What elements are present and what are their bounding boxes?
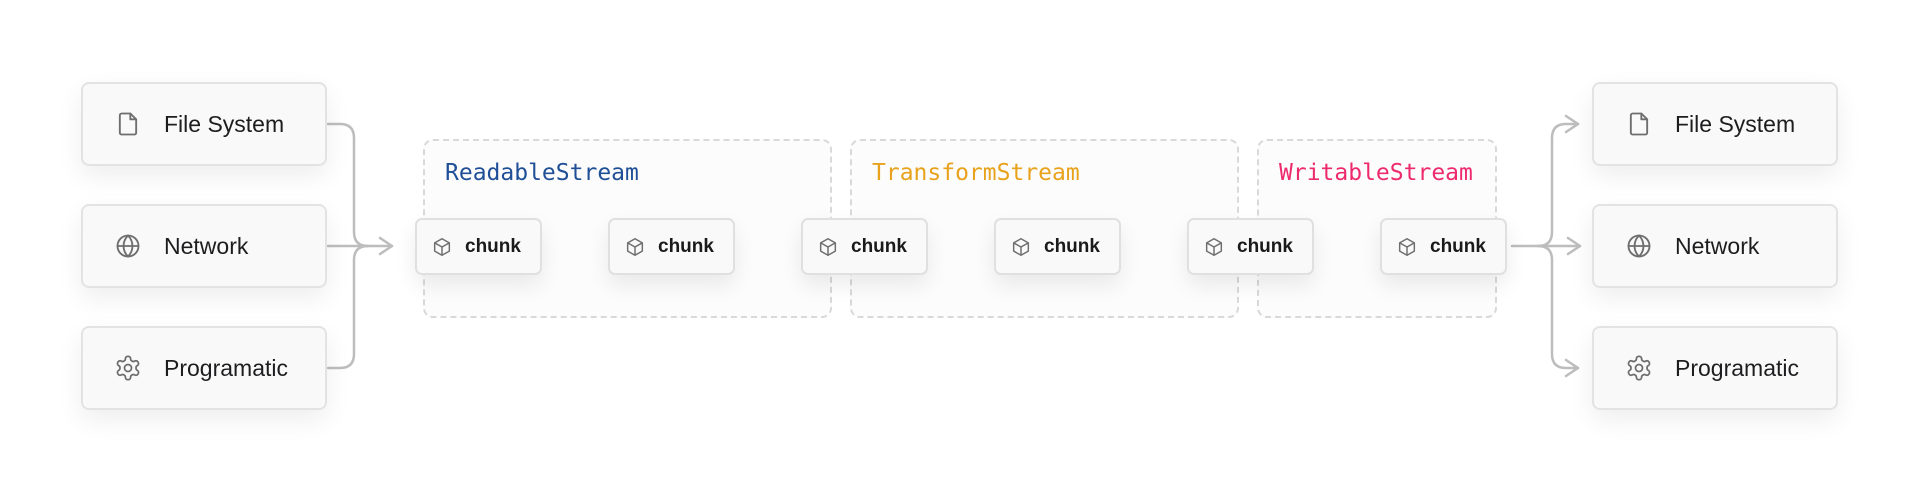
destination-label: Programatic (1675, 354, 1799, 381)
split-line-file-system (1536, 114, 1580, 248)
source-label: Network (164, 232, 249, 259)
destination-network: Network (1592, 204, 1838, 288)
gear-icon (116, 355, 140, 381)
merge-line-programatic (326, 244, 370, 370)
stream-title-writable: WritableStream (1279, 160, 1473, 186)
chunk-node-2: chunk (608, 218, 735, 275)
file-icon (118, 112, 138, 136)
chunk-label: chunk (851, 235, 907, 257)
chunk-label: chunk (1237, 235, 1293, 257)
chunk-label: chunk (658, 235, 714, 257)
gear-icon (1627, 355, 1651, 381)
chunk-label: chunk (1430, 235, 1486, 257)
chunk-node-5: chunk (1187, 218, 1314, 275)
chunk-node-6: chunk (1380, 218, 1507, 275)
source-programatic: Programatic (81, 326, 327, 410)
chunk-label: chunk (1044, 235, 1100, 257)
stream-title-transform: TransformStream (872, 160, 1080, 186)
stream-title-readable: ReadableStream (445, 160, 639, 186)
destination-file-system: File System (1592, 82, 1838, 166)
chunk-node-4: chunk (994, 218, 1121, 275)
cube-icon (1012, 237, 1030, 256)
source-label: File System (164, 110, 285, 137)
destination-programatic: Programatic (1592, 326, 1838, 410)
cube-icon (1398, 237, 1416, 256)
destination-label: Network (1675, 232, 1760, 259)
chunk-node-3: chunk (801, 218, 928, 275)
destination-label: File System (1675, 110, 1796, 137)
cube-icon (819, 237, 837, 256)
chunk-label: chunk (465, 235, 521, 257)
source-file-system: File System (81, 82, 327, 166)
cube-icon (626, 237, 644, 256)
chunk-node-1: chunk (415, 218, 542, 275)
source-label: Programatic (164, 354, 288, 381)
file-icon (1629, 112, 1649, 136)
cube-icon (1205, 237, 1223, 256)
cube-icon (433, 237, 451, 256)
globe-icon (116, 234, 140, 258)
globe-icon (1627, 234, 1651, 258)
merge-line-file-system (326, 122, 370, 248)
source-network: Network (81, 204, 327, 288)
split-line-programatic (1536, 244, 1580, 378)
